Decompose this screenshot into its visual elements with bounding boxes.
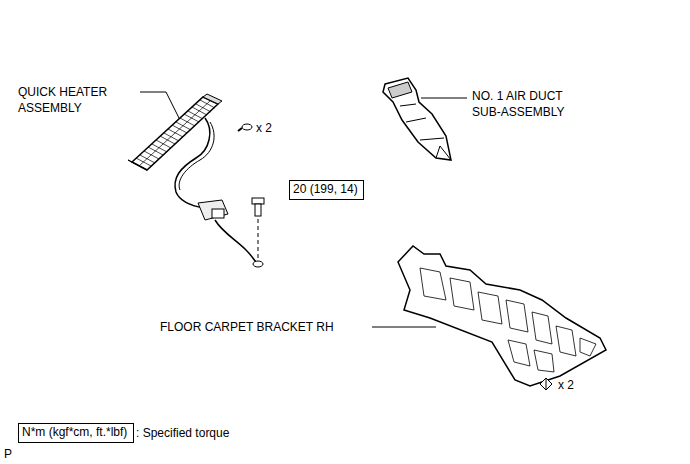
torque-box: 20 (199, 14) (289, 180, 364, 200)
torque-text: N*m (kgf*cm, ft.*lbf) (22, 425, 127, 439)
clip (540, 378, 552, 390)
legend-text: : Specified torque (136, 425, 229, 441)
quantity-label: x 2 (558, 377, 574, 393)
leader-line (372, 327, 436, 328)
bolt (252, 198, 264, 258)
quick-heater (128, 94, 263, 267)
part-name: NO. 1 AIR DUCT SUB-ASSEMBLY (472, 88, 584, 120)
screw (238, 124, 252, 131)
floor-carpet-bracket (398, 246, 606, 386)
leader-line (421, 98, 467, 99)
air-duct (383, 78, 451, 160)
page-mark: P (4, 446, 12, 462)
torque-text: 20 (199, 14) (293, 182, 358, 196)
quantity-label: x 2 (256, 120, 272, 136)
legend-box: N*m (kgf*cm, ft.*lbf) (18, 423, 134, 443)
part-name: QUICK HEATER ASSEMBLY (18, 84, 130, 116)
part-name: FLOOR CARPET BRACKET RH (160, 319, 334, 335)
